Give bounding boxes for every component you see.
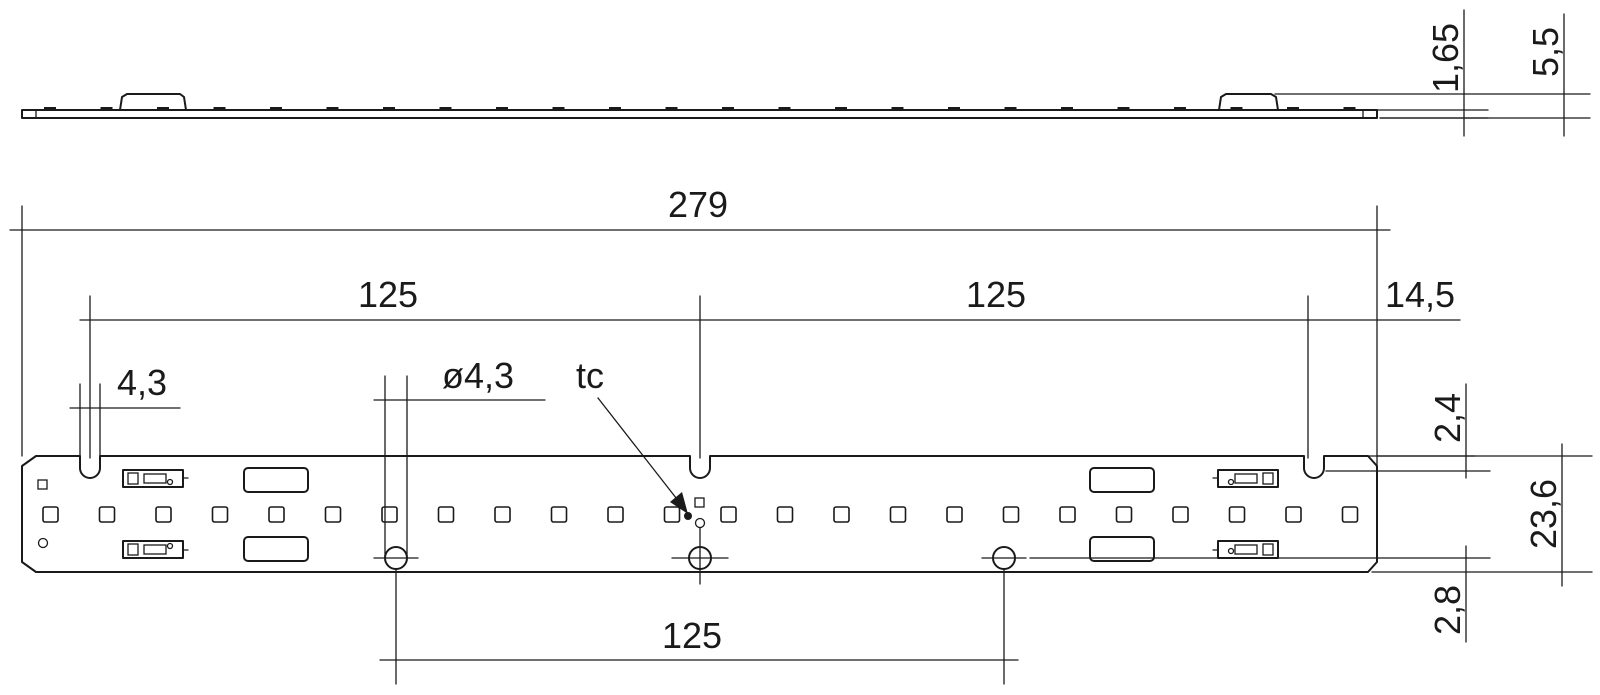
side-led-3 xyxy=(157,107,169,110)
side-led-5 xyxy=(270,107,282,110)
plan-mark-square-center xyxy=(694,497,705,508)
led-13 xyxy=(720,506,737,523)
plan-view-leds xyxy=(42,506,1359,523)
plan-connector-top-right xyxy=(1212,469,1279,488)
dim-label-2-4: 2,4 xyxy=(1427,393,1468,443)
led-14 xyxy=(776,506,794,523)
label-tc: tc xyxy=(576,355,604,396)
led-23 xyxy=(1285,506,1302,523)
led-21 xyxy=(1172,506,1189,523)
led-8 xyxy=(437,506,455,523)
dim-label-23-6: 23,6 xyxy=(1523,479,1564,549)
dim-label-hole-diameter: ø4,3 xyxy=(442,355,514,396)
side-led-15 xyxy=(835,107,847,110)
side-led-18 xyxy=(1004,107,1017,110)
dim-label-4-3: 4,3 xyxy=(117,362,167,403)
led-16 xyxy=(889,506,907,523)
led-18 xyxy=(1002,506,1020,523)
dim-label-2-8: 2,8 xyxy=(1427,585,1468,635)
side-led-2 xyxy=(100,107,113,110)
led-5 xyxy=(268,506,285,523)
dim-label-1-65: 1,65 xyxy=(1425,23,1466,93)
dim-label-279: 279 xyxy=(668,184,728,225)
plan-connector-bottom-left xyxy=(122,540,189,559)
dim-label-14-5: 14,5 xyxy=(1385,274,1455,315)
tc-leader-arrowhead xyxy=(670,492,688,514)
side-led-17 xyxy=(948,107,960,110)
plan-pad-top-right xyxy=(1089,467,1155,493)
side-led-20 xyxy=(1117,107,1130,110)
side-led-12 xyxy=(665,107,678,110)
plan-view: 279 125 125 14,5 4,3 ø4,3 tc 2,4 23,6 xyxy=(9,184,1593,685)
led-3 xyxy=(155,506,172,523)
plan-connector-top-left xyxy=(122,469,189,488)
side-view-leds xyxy=(44,107,1356,110)
side-led-11 xyxy=(609,107,621,110)
led-9 xyxy=(494,506,511,523)
side-led-21 xyxy=(1174,107,1186,110)
plan-mark-square-left xyxy=(37,479,48,490)
led-12 xyxy=(663,506,681,523)
side-view-connector-right xyxy=(1218,93,1279,111)
plan-pad-bottom-right xyxy=(1089,536,1155,562)
side-led-24 xyxy=(1343,107,1356,110)
plan-view-board-outline xyxy=(21,455,1378,573)
led-2 xyxy=(98,506,116,523)
plan-mark-circle-center xyxy=(694,517,706,529)
side-led-19 xyxy=(1061,107,1073,110)
led-7 xyxy=(381,506,398,523)
side-led-6 xyxy=(326,107,339,110)
side-led-13 xyxy=(722,107,734,110)
side-view-board xyxy=(21,109,1378,119)
plan-pad-bottom-left xyxy=(243,536,309,562)
side-led-10 xyxy=(552,107,565,110)
plan-tc-point xyxy=(684,512,692,520)
side-view: 1,65 5,5 xyxy=(21,9,1591,137)
side-led-4 xyxy=(213,107,226,110)
led-17 xyxy=(946,506,963,523)
plan-connector-bottom-right xyxy=(1212,540,1279,559)
led-22 xyxy=(1228,506,1246,523)
led-1 xyxy=(42,506,59,523)
led-11 xyxy=(607,506,624,523)
tc-leader-line xyxy=(597,397,681,504)
dim-label-125-left: 125 xyxy=(358,274,418,315)
side-led-14 xyxy=(778,107,791,110)
side-led-1 xyxy=(44,107,56,110)
plan-mark-circle-left xyxy=(37,537,49,549)
side-led-23 xyxy=(1287,107,1299,110)
side-led-8 xyxy=(439,107,452,110)
side-led-7 xyxy=(383,107,395,110)
led-24 xyxy=(1341,506,1359,523)
dim-label-5-5: 5,5 xyxy=(1525,27,1566,77)
led-19 xyxy=(1059,506,1076,523)
side-led-22 xyxy=(1230,107,1243,110)
dim-label-125-right: 125 xyxy=(966,274,1026,315)
led-6 xyxy=(324,506,342,523)
led-20 xyxy=(1115,506,1133,523)
led-4 xyxy=(211,506,229,523)
dim-label-hole-pitch: 125 xyxy=(662,615,722,656)
led-15 xyxy=(833,506,850,523)
side-led-16 xyxy=(891,107,904,110)
side-view-connector-left xyxy=(119,93,187,111)
plan-pad-top-left xyxy=(243,467,309,493)
led-10 xyxy=(550,506,568,523)
side-led-9 xyxy=(496,107,508,110)
